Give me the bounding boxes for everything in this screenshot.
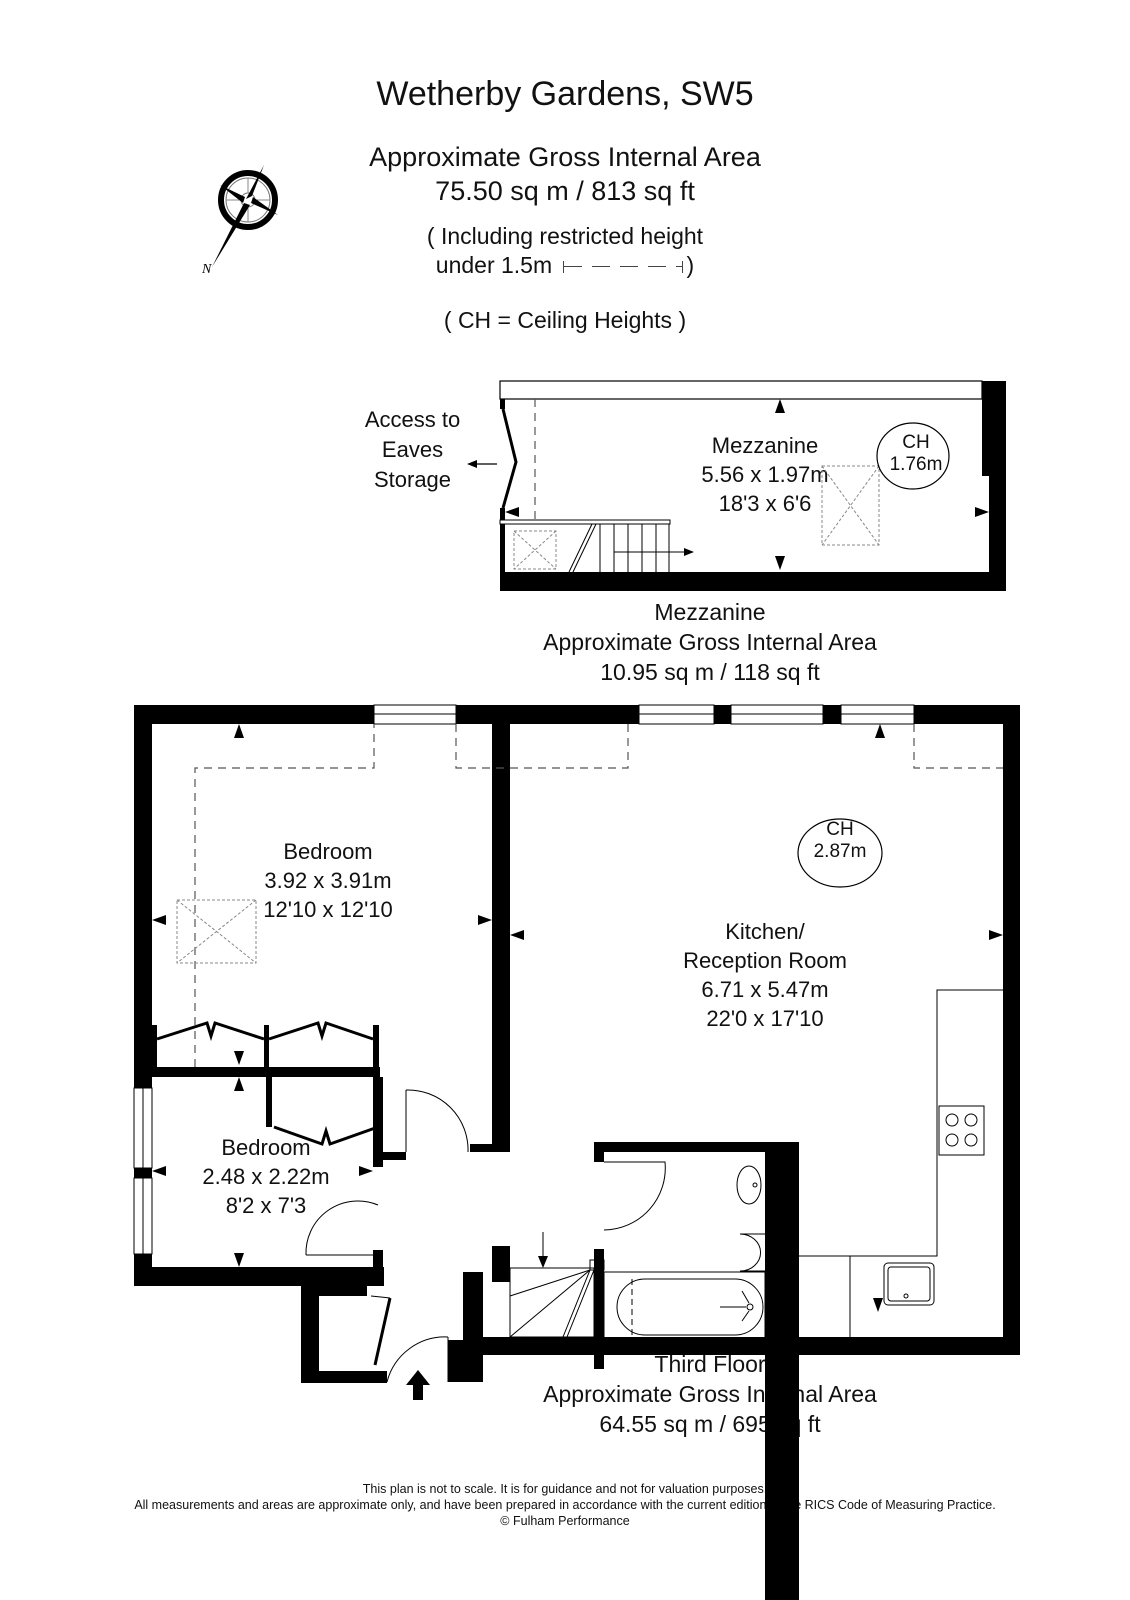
ch-label: CH	[826, 819, 854, 840]
room-dims-metric: 6.71 x 5.47m	[701, 977, 829, 1002]
dimension-arrows	[152, 724, 1003, 1400]
total-area-heading: Approximate Gross Internal Area	[369, 142, 761, 172]
room-name: Bedroom	[221, 1135, 311, 1160]
room-dims-metric: 3.92 x 3.91m	[264, 868, 392, 893]
floor-name: Mezzanine	[654, 599, 766, 625]
floor-area-value: 10.95 sq m / 118 sq ft	[600, 659, 820, 685]
floor-summary-mezzanine: Mezzanine Approximate Gross Internal Are…	[500, 597, 920, 687]
total-area-value: 75.50 sq m / 813 sq ft	[435, 176, 695, 206]
plan-title: Wetherby Gardens, SW5	[376, 75, 754, 113]
compass-icon: N	[201, 165, 278, 277]
third-floor-linework	[156, 724, 1003, 1383]
ch-label: CH	[902, 432, 930, 453]
room-dims-imperial: 12'10 x 12'10	[263, 897, 393, 922]
room-name-line2: Reception Room	[683, 948, 847, 973]
eaves-access-line3: Storage	[373, 467, 452, 492]
room-label-bedroom-1: Bedroom 3.92 x 3.91m 12'10 x 12'10	[228, 837, 428, 924]
floor-area-heading: Approximate Gross Internal Area	[543, 629, 877, 655]
total-area-block: Approximate Gross Internal Area 75.50 sq…	[0, 140, 1130, 208]
mezzanine-plan	[467, 380, 1006, 591]
room-name: Mezzanine	[711, 433, 819, 458]
room-name: Bedroom	[283, 839, 373, 864]
eaves-access-line2: Eaves	[381, 437, 444, 462]
room-label-kitchen-reception: Kitchen/ Reception Room 6.71 x 5.47m 22'…	[655, 917, 875, 1033]
ch-value: 2.87m	[813, 841, 867, 862]
floor-name: Third Floor	[654, 1351, 766, 1377]
entrance-arrow-icon	[406, 1370, 430, 1400]
disclaimer: This plan is not to scale. It is for gui…	[0, 1481, 1130, 1529]
eaves-access-label: Access to Eaves Storage	[345, 405, 480, 495]
ch-value: 1.76m	[889, 454, 943, 475]
room-label-mezzanine: Mezzanine 5.56 x 1.97m 18'3 x 6'6	[670, 431, 860, 518]
restricted-note-suffix: )	[686, 252, 695, 278]
compass-north-label: N	[201, 262, 212, 277]
copyright: © Fulham Performance	[500, 1514, 630, 1528]
restricted-note-prefix: under 1.5m	[435, 252, 553, 278]
ceiling-height-note: ( CH = Ceiling Heights )	[443, 307, 687, 333]
room-dims-metric: 2.48 x 2.22m	[202, 1164, 330, 1189]
room-dims-imperial: 8'2 x 7'3	[225, 1193, 307, 1218]
restricted-note-line2: under 1.5m )	[0, 251, 1130, 280]
room-label-bedroom-2: Bedroom 2.48 x 2.22m 8'2 x 7'3	[166, 1133, 366, 1220]
ceiling-height-badge-mezzanine: CH 1.76m	[876, 432, 956, 476]
restricted-height-note: ( Including restricted height under 1.5m…	[0, 222, 1130, 280]
eaves-access-line1: Access to	[364, 407, 461, 432]
floor-area-heading: Approximate Gross Internal Area	[543, 1381, 877, 1407]
room-name-line1: Kitchen/	[725, 919, 805, 944]
restricted-height-legend-icon	[562, 260, 683, 273]
room-dims-metric: 5.56 x 1.97m	[701, 462, 829, 487]
restricted-note-line1: ( Including restricted height	[426, 223, 704, 249]
ceiling-height-badge-kitchen: CH 2.87m	[800, 819, 880, 863]
room-dims-imperial: 22'0 x 17'10	[706, 1006, 824, 1031]
room-dims-imperial: 18'3 x 6'6	[718, 491, 812, 516]
disclaimer-line1: This plan is not to scale. It is for gui…	[362, 1482, 768, 1496]
